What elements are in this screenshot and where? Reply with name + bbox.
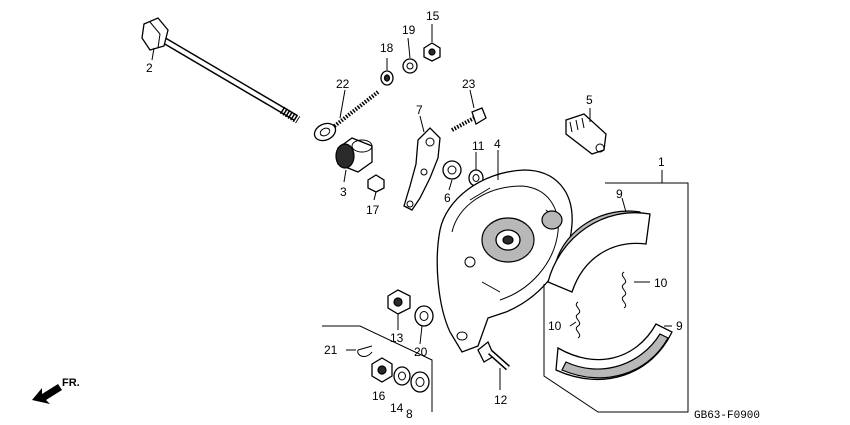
part-washer-18	[380, 70, 394, 86]
part-brake-panel	[436, 169, 573, 353]
callout-19: 19	[402, 23, 416, 37]
callout-labels: 1 2 3 4 5 6 7 8 9 9 10 10 11 12 13 14 15…	[146, 9, 683, 421]
part-axle	[141, 17, 301, 124]
callout-11: 11	[472, 139, 485, 153]
callout-5: 5	[586, 93, 593, 107]
part-nut-13	[387, 289, 411, 315]
part-switch-5	[565, 113, 607, 155]
callout-7: 7	[416, 103, 423, 117]
part-washer-14	[393, 366, 411, 386]
front-direction-label: FR.	[62, 377, 80, 389]
callout-1: 1	[658, 155, 665, 169]
part-spring-upper	[621, 271, 627, 309]
callout-17: 17	[366, 203, 380, 217]
part-washer-20	[414, 305, 434, 327]
part-spring-lower	[575, 301, 581, 339]
callout-8: 8	[406, 407, 413, 421]
callout-16: 16	[372, 389, 386, 403]
part-nut-16	[371, 357, 393, 383]
front-direction-arrow: FR.	[32, 377, 80, 404]
part-brake-shoe-lower	[555, 323, 673, 381]
callout-22: 22	[336, 77, 350, 91]
part-washer-8	[410, 371, 430, 393]
part-washer-19	[402, 58, 418, 74]
part-adjuster-bolt	[313, 90, 380, 142]
callout-14: 14	[390, 401, 404, 415]
callout-2: 2	[146, 61, 153, 75]
callout-13: 13	[390, 331, 404, 345]
callout-12: 12	[494, 393, 508, 407]
callout-15: 15	[426, 9, 440, 23]
diagram-code: GB63-F0900	[694, 410, 760, 422]
callout-4: 4	[494, 137, 501, 151]
part-nut-17	[367, 174, 385, 193]
part-bolt-12	[477, 340, 510, 371]
callout-10-lower: 10	[548, 319, 562, 333]
callout-9-upper: 9	[616, 187, 623, 201]
part-seal-6	[442, 160, 462, 180]
callout-18: 18	[380, 41, 394, 55]
leader-lines	[151, 24, 689, 413]
callout-20: 20	[414, 345, 428, 359]
callout-6: 6	[444, 191, 451, 205]
part-cotter-pin	[357, 345, 373, 357]
callout-21: 21	[324, 343, 338, 357]
callout-3: 3	[340, 185, 347, 199]
part-collar	[335, 137, 373, 173]
part-brake-arm	[403, 127, 441, 211]
callout-10-upper: 10	[654, 276, 668, 290]
part-nut-15	[423, 42, 441, 62]
callout-9-lower: 9	[676, 319, 683, 333]
callout-23: 23	[462, 77, 476, 91]
part-bolt-23	[451, 107, 487, 132]
part-brake-shoe-upper	[547, 210, 651, 293]
